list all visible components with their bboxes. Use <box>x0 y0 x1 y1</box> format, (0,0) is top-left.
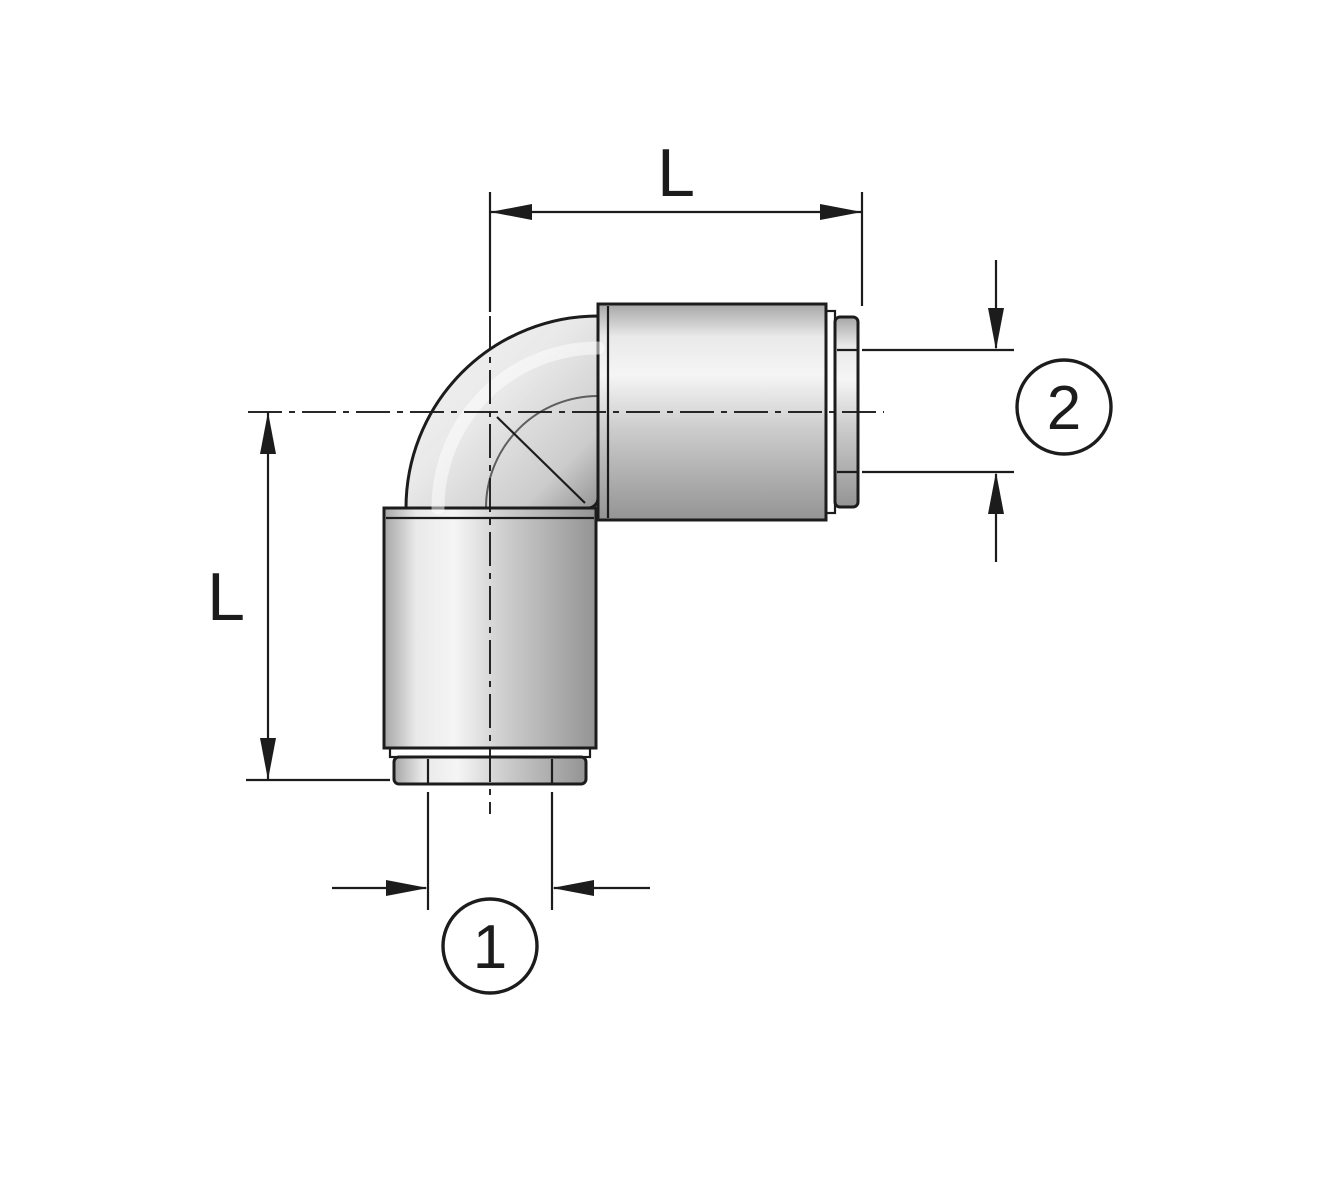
dimension-L-left: L <box>207 412 390 782</box>
callout-1-number: 1 <box>473 913 507 982</box>
callout-1-circle <box>441 897 539 995</box>
arrowhead-down-icon <box>260 738 276 780</box>
dimension-label-L-left: L <box>207 559 245 635</box>
dimension-2-right: 2 <box>862 260 1113 562</box>
arrowhead-up-icon <box>988 472 1004 514</box>
arrowhead-left-icon <box>490 204 532 220</box>
arrowhead-down-icon <box>988 308 1004 350</box>
elbow-outline <box>404 314 600 510</box>
callout-2-number: 2 <box>1047 374 1081 443</box>
fitting <box>382 302 860 786</box>
dimension-L-top: L <box>488 135 864 312</box>
elbow-inner-shoulder-arc <box>485 395 599 509</box>
dimension-label-L-top: L <box>657 135 695 211</box>
elbow-miter-edge-line <box>496 416 586 504</box>
centerlines <box>248 316 884 814</box>
callout-2-circle <box>1015 358 1113 456</box>
arrowhead-up-icon <box>260 412 276 454</box>
elbow-body <box>404 314 605 515</box>
arrowhead-right-icon <box>386 880 428 896</box>
arrowhead-left-icon <box>552 880 594 896</box>
dimension-1-bottom: 1 <box>332 792 650 995</box>
elbow-highlight-arc <box>431 341 605 515</box>
arrowhead-right-icon <box>820 204 862 220</box>
